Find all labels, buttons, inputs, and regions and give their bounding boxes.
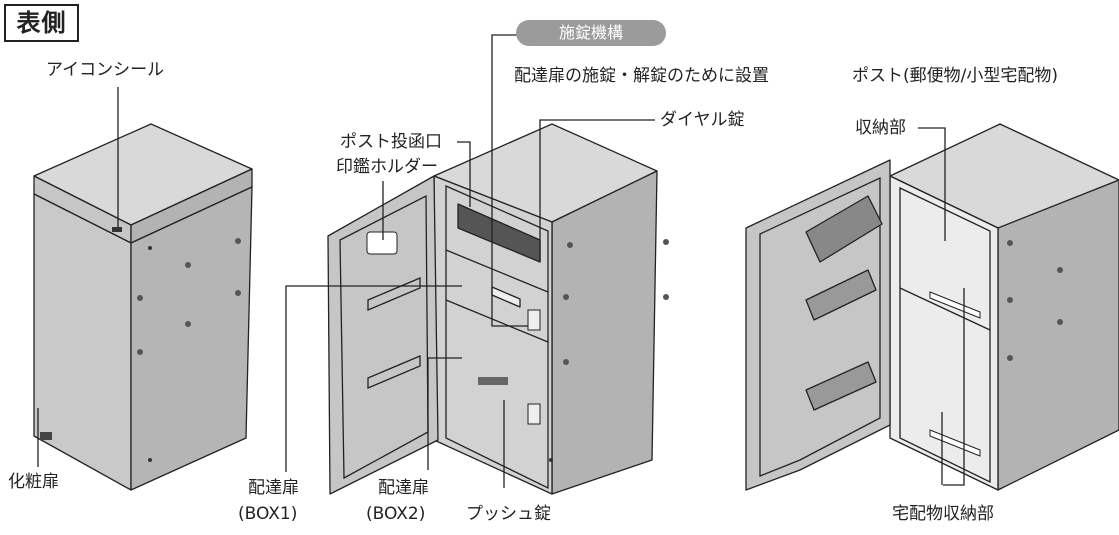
label-box2-door: 配達扉 xyxy=(378,478,429,498)
leader-lines xyxy=(37,34,965,488)
label-push-lock: プッシュ錠 xyxy=(466,504,551,524)
label-decor-door: 化粧扉 xyxy=(8,472,59,492)
lock-mechanism-badge: 施錠機構 xyxy=(516,20,666,46)
open-unit xyxy=(327,123,669,495)
label-lock-description: 配達扉の施錠・解錠のために設置 xyxy=(514,66,769,86)
closed-unit xyxy=(33,123,253,491)
label-box2-id: (BOX2) xyxy=(366,504,426,524)
open-unit-interior xyxy=(745,123,1119,491)
label-post-storage: ポスト(郵便物/小型宅配物) xyxy=(852,66,1058,86)
label-box1-door: 配達扉 xyxy=(248,478,299,498)
label-seal-holder: 印鑑ホルダー xyxy=(336,157,438,177)
label-post-storage-sub: 収納部 xyxy=(855,118,906,138)
label-icon-seal: アイコンシール xyxy=(46,60,165,80)
label-dial-lock: ダイヤル錠 xyxy=(660,110,745,130)
label-box1-id: (BOX1) xyxy=(238,504,298,524)
label-parcel-storage: 宅配物収納部 xyxy=(892,504,994,524)
page-title: 表側 xyxy=(4,4,79,42)
label-post-slot: ポスト投函口 xyxy=(340,132,442,152)
